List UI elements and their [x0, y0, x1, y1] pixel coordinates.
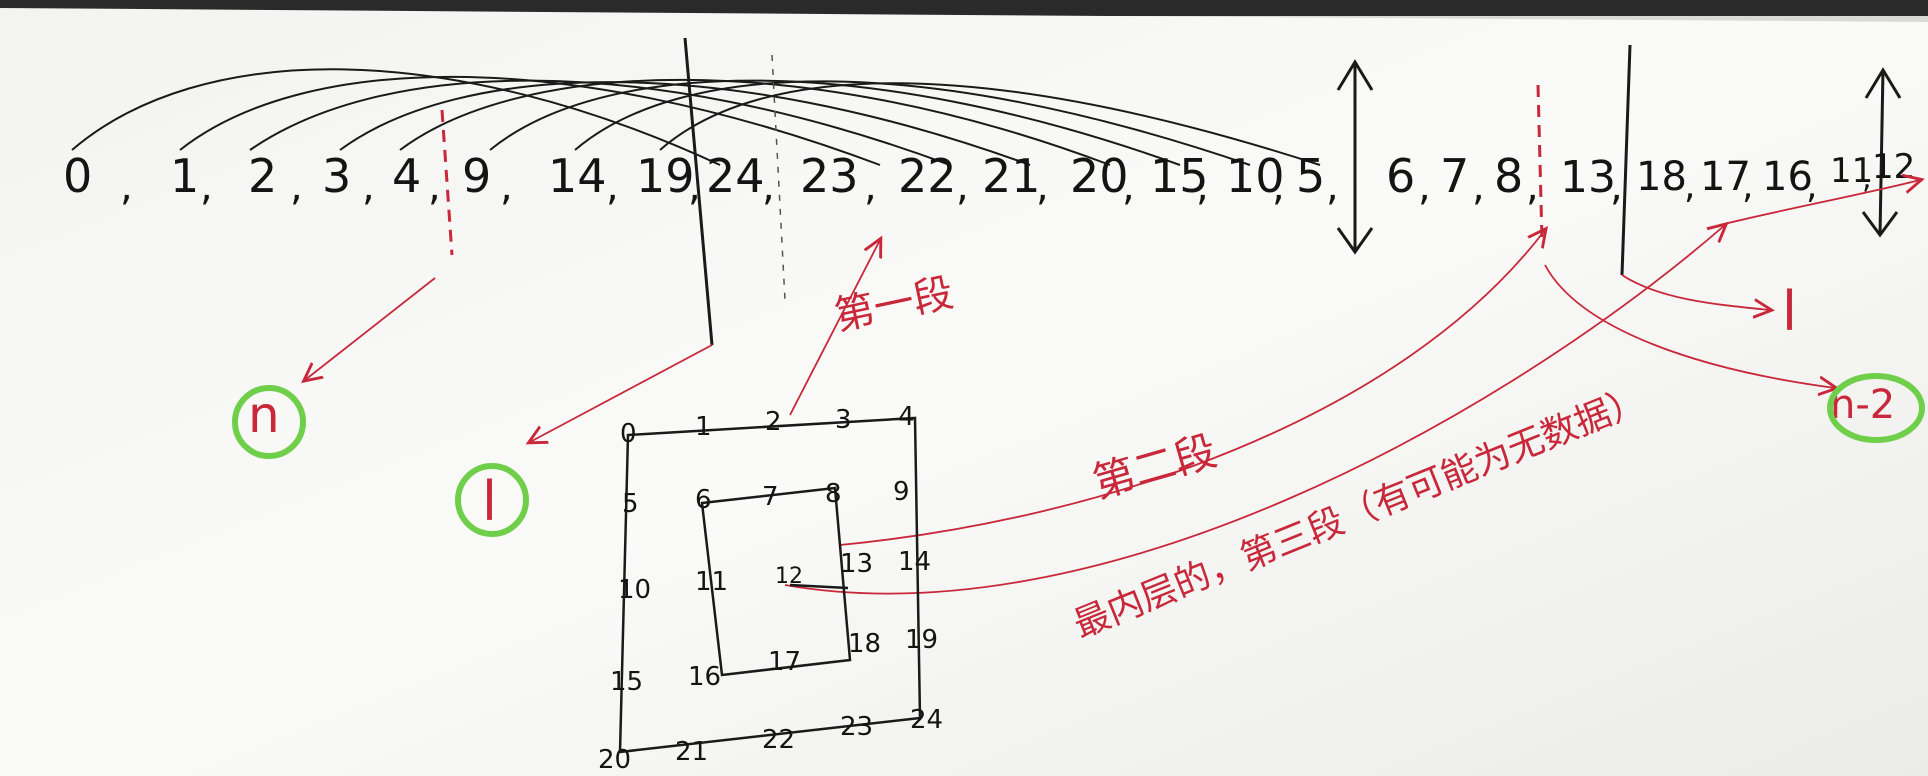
seq-10: 10: [1226, 149, 1285, 203]
seq-0: 0: [63, 149, 92, 203]
seq-16: 16: [1762, 154, 1813, 200]
grid-cell: 24: [910, 705, 943, 735]
seq-comma: ,: [200, 164, 213, 210]
sequence-row: 0 , 1 , 2 , 3 , 4 , 9 , 14 , 19 , 24 , 2…: [63, 147, 1915, 210]
seq-23: 23: [800, 149, 859, 203]
grid-cell: 19: [905, 625, 938, 655]
grid-cell: 5: [622, 489, 639, 519]
seq-comma: ,: [688, 164, 701, 210]
seq-comma: ,: [120, 164, 133, 210]
seq-comma: ,: [1036, 164, 1049, 210]
seq-comma: ,: [1196, 164, 1209, 210]
seq-13: 13: [1560, 152, 1616, 203]
grid-cell: 15: [610, 667, 643, 697]
grid-cell: 8: [825, 479, 842, 509]
seq-comma: ,: [362, 164, 375, 210]
divider-line-right: [1620, 44, 1632, 276]
seq-comma: ,: [1418, 164, 1431, 210]
seq-11: 11: [1830, 151, 1873, 191]
seq-21: 21: [982, 149, 1041, 203]
paper-sheet: [0, 8, 1928, 776]
seq-2: 2: [248, 149, 277, 203]
seq-9: 9: [462, 149, 491, 203]
divider-line-left: [683, 37, 714, 346]
seq-comma: ,: [500, 164, 513, 210]
grid-cell: 11: [695, 567, 728, 597]
seq-17: 17: [1700, 154, 1751, 200]
double-arrow-middle: [1336, 59, 1374, 255]
grid-cell: 22: [762, 725, 795, 755]
n-label: n: [248, 386, 280, 444]
grid-cell: 4: [898, 402, 915, 432]
jump-arcs: [71, 68, 1321, 166]
grid-cell: 17: [768, 647, 801, 677]
seq-comma: ,: [956, 164, 969, 210]
grid-cell: 9: [893, 477, 910, 507]
green-circles: [232, 373, 1925, 537]
seq-comma: ,: [1742, 166, 1753, 207]
seq-comma: ,: [1862, 161, 1872, 196]
seq-7: 7: [1440, 149, 1469, 203]
seq-3: 3: [322, 149, 351, 203]
seq-comma: ,: [1526, 164, 1539, 210]
seq-comma: ,: [1806, 166, 1817, 207]
grid-cell: 16: [688, 662, 721, 692]
seq-comma: ,: [1684, 166, 1695, 207]
grid-cell: 2: [765, 407, 782, 437]
seq-6: 6: [1386, 149, 1415, 203]
grid-cell: 6: [695, 485, 712, 515]
seq-24: 24: [706, 149, 765, 203]
grid-cell: 20: [598, 745, 631, 775]
red-arrows: [305, 180, 1920, 595]
seq-comma: ,: [290, 164, 303, 210]
seq-comma: ,: [1610, 164, 1623, 210]
seq-comma: ,: [864, 164, 877, 210]
seq-comma: ,: [1272, 164, 1285, 210]
grid-cell: 1: [695, 412, 712, 442]
grid-cell: 21: [675, 737, 708, 767]
seq-5: 5: [1296, 149, 1325, 203]
grid-cell: 18: [848, 629, 881, 659]
seq-20: 20: [1070, 149, 1129, 203]
grid-labels: 0 1 2 3 4 5 6 7 8 9 10 11 12 13 14 15 16…: [598, 402, 943, 775]
seq-22: 22: [898, 149, 957, 203]
seq-12: 12: [1872, 147, 1915, 187]
seq-comma: ,: [1122, 164, 1135, 210]
grid-cell: 3: [835, 405, 852, 435]
grid-cell: 23: [840, 712, 873, 742]
red-dashed-divider-n2: [1536, 84, 1544, 241]
red-dashed-divider-n: [440, 109, 454, 256]
seq-1: 1: [170, 149, 199, 203]
grid-cell: 10: [618, 575, 651, 605]
seq-15: 15: [1150, 149, 1209, 203]
double-arrow-right: [1861, 67, 1902, 238]
seq-comma: ,: [606, 164, 619, 210]
seq-comma: ,: [762, 164, 775, 210]
grid-drawing: [618, 416, 922, 754]
seq-comma: ,: [428, 164, 441, 210]
grid-cell: 7: [762, 482, 779, 512]
grid-cell: 13: [840, 549, 873, 579]
l-label-left: l: [482, 470, 497, 533]
seq-14: 14: [548, 149, 607, 203]
grid-cell: 12: [775, 564, 803, 589]
grid-cell: 14: [898, 547, 931, 577]
seq-comma: ,: [1326, 164, 1339, 210]
seq-19: 19: [636, 149, 695, 203]
seq-18: 18: [1636, 154, 1687, 200]
seq-comma: ,: [1472, 164, 1485, 210]
l-label-right: l: [1782, 280, 1797, 343]
grid-cell: 0: [620, 419, 637, 449]
seq-8: 8: [1494, 149, 1523, 203]
seq-4: 4: [392, 149, 421, 203]
